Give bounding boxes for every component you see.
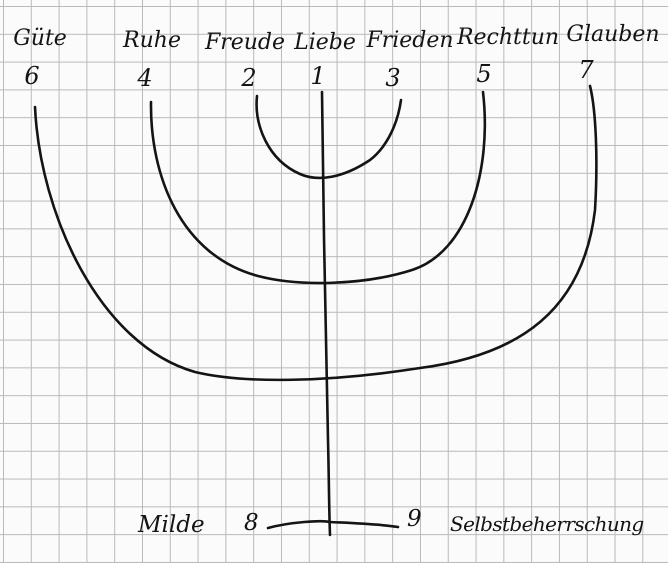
number-glauben: 7 — [578, 56, 594, 84]
number-selbstbeherrschung: 9 — [407, 506, 422, 532]
base-bar — [266, 519, 400, 530]
label-rechttun: Rechttun — [456, 25, 560, 50]
arm-guete-glauben — [33, 84, 598, 382]
label-freude: Freude — [204, 30, 286, 55]
number-frieden: 3 — [385, 64, 401, 92]
arm-freude-frieden — [255, 94, 403, 180]
number-milde: 8 — [244, 510, 259, 536]
number-guete: 6 — [24, 62, 40, 90]
central-stem — [320, 90, 332, 537]
label-ruhe: Ruhe — [123, 28, 181, 53]
label-liebe: Liebe — [294, 30, 356, 55]
number-liebe: 1 — [310, 62, 326, 90]
number-freude: 2 — [241, 64, 257, 92]
arm-ruhe-rechttun — [149, 90, 487, 285]
label-milde: Milde — [138, 512, 205, 538]
label-frieden: Frieden — [366, 28, 454, 53]
number-rechttun: 5 — [476, 60, 492, 88]
label-glauben: Glauben — [566, 22, 660, 47]
label-selbstbeherrschung: Selbstbeherrschung — [450, 512, 644, 536]
number-ruhe: 4 — [137, 64, 153, 92]
label-guete: Güte — [13, 26, 67, 51]
